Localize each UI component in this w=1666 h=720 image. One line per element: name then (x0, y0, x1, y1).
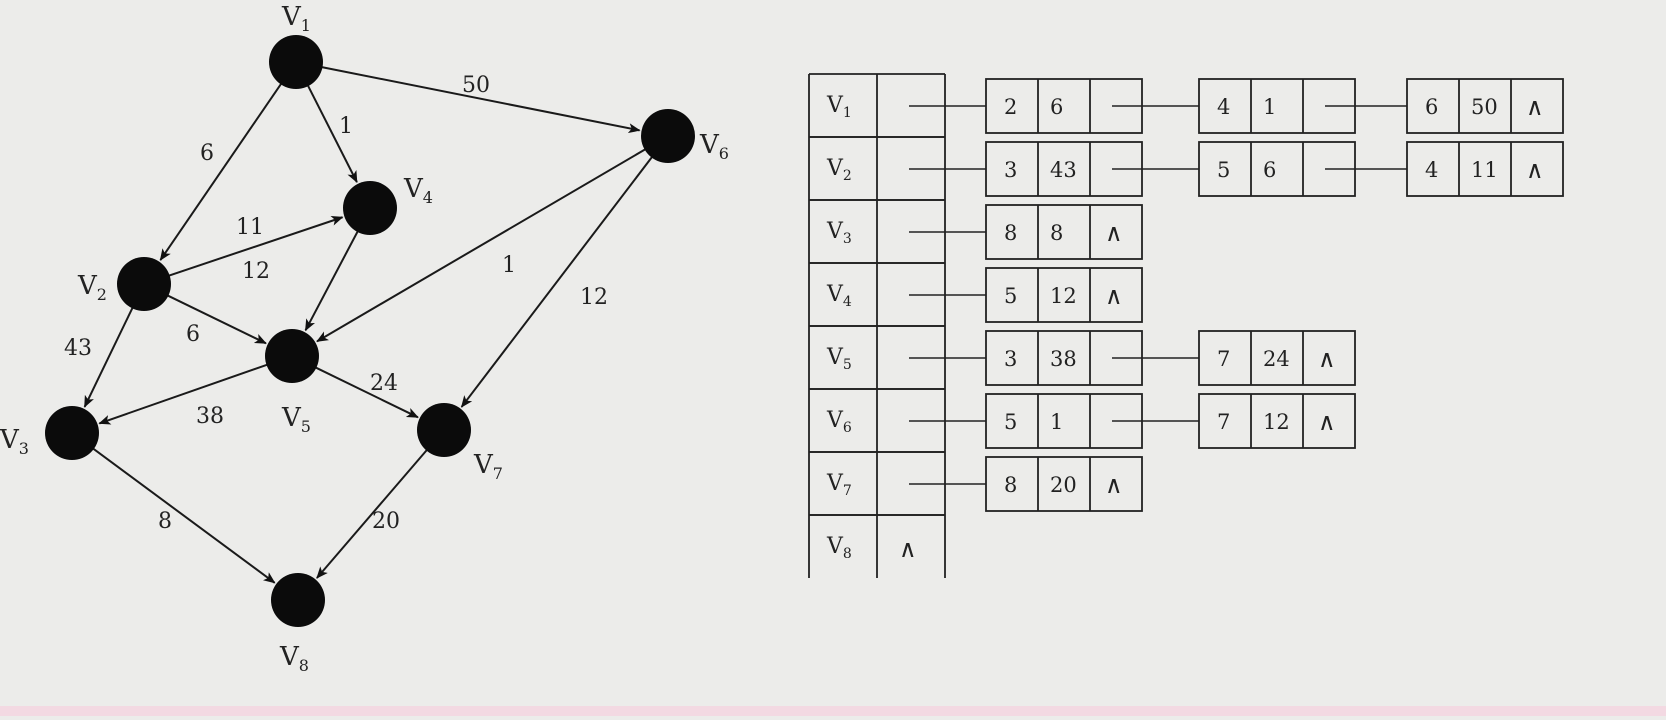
node-label-v5: V5 (281, 403, 311, 436)
weight-cell: 1 (1263, 95, 1276, 119)
null-marker: ∧ (1105, 282, 1123, 310)
null-marker: ∧ (1105, 219, 1123, 247)
weight-cell: 11 (1471, 158, 1498, 182)
adjvex-cell: 3 (1004, 347, 1017, 371)
head-label-v5: V5 (826, 345, 852, 373)
edge-v2-v5 (166, 294, 267, 345)
adjvex-cell: 7 (1217, 347, 1230, 371)
edge-node-v1-3: 6 50 ∧ (1406, 78, 1564, 134)
edge-weight-v2-v4: 11 (236, 215, 264, 240)
edge-weight-v5-v3: 38 (196, 404, 224, 429)
adjvex-cell: 3 (1004, 158, 1017, 182)
edge-weight-v3-v8: 8 (158, 509, 172, 534)
adjvex-cell: 4 (1425, 158, 1438, 182)
null-marker: ∧ (1526, 156, 1544, 184)
node-label-v6: V6 (699, 130, 729, 163)
node-label-v1: V1 (281, 2, 311, 35)
weight-cell: 12 (1263, 410, 1290, 434)
weight-cell: 6 (1050, 95, 1063, 119)
edge-weight-v4-v5: 12 (242, 259, 270, 284)
head-label-v8: V8 (826, 534, 852, 562)
weight-cell: 50 (1471, 95, 1498, 119)
weight-cell: 43 (1050, 158, 1077, 182)
adjvex-cell: 8 (1004, 473, 1017, 497)
edge-weight-v5-v7: 24 (370, 371, 398, 396)
edge-v2-v3 (83, 306, 135, 408)
node-label-v8: V8 (279, 642, 309, 675)
adjvex-cell: 4 (1217, 95, 1230, 119)
edge-v6-v7 (460, 155, 654, 408)
head-node-v8: V8 ∧ (808, 514, 946, 578)
node-v4 (343, 181, 397, 235)
adjvex-cell: 5 (1217, 158, 1230, 182)
adjvex-cell: 6 (1425, 95, 1438, 119)
edge-v6-v5 (316, 147, 647, 343)
edge-v1-v2 (159, 82, 283, 261)
head-label-v7: V7 (826, 471, 852, 499)
edge-weight-v1-v6: 50 (462, 73, 490, 98)
weight-cell: 8 (1050, 221, 1063, 245)
weight-cell: 12 (1050, 284, 1077, 308)
edge-v5-v7 (314, 366, 419, 419)
adjvex-cell: 5 (1004, 284, 1017, 308)
adjvex-cell: 7 (1217, 410, 1230, 434)
weight-cell: 20 (1050, 473, 1077, 497)
head-label-v4: V4 (826, 282, 852, 310)
head-label-v2: V2 (826, 156, 852, 184)
null-marker: ∧ (1318, 345, 1336, 373)
edge-weight-v1-v2: 6 (200, 141, 214, 166)
weight-cell: 38 (1050, 347, 1077, 371)
head-label-v1: V1 (826, 93, 852, 121)
head-label-v6: V6 (826, 408, 852, 436)
node-label-v3: V3 (0, 425, 29, 458)
node-label-v4: V4 (403, 174, 433, 207)
edge-v3-v8 (91, 447, 276, 584)
node-v3 (45, 406, 99, 460)
null-marker-v8: ∧ (899, 535, 917, 563)
null-marker: ∧ (1105, 471, 1123, 499)
edge-weight-v7-v8: 20 (372, 509, 400, 534)
node-v7 (417, 403, 471, 457)
edge-node-v5-2: 7 24 ∧ (1198, 330, 1356, 386)
edge-node-v7-1: 8 20 ∧ (985, 456, 1143, 512)
edge-weight-v2-v3: 43 (64, 336, 92, 361)
weight-cell: 6 (1263, 158, 1276, 182)
node-label-v2: V2 (77, 271, 107, 304)
node-v2 (117, 257, 171, 311)
edge-node-v6-2: 7 12 ∧ (1198, 393, 1356, 449)
edge-v1-v4 (306, 83, 358, 184)
edge-v5-v3 (98, 363, 269, 425)
adjvex-cell: 5 (1004, 410, 1017, 434)
edge-v7-v8 (316, 448, 429, 579)
node-label-v7: V7 (473, 450, 503, 483)
null-marker: ∧ (1318, 408, 1336, 436)
edge-weight-v2-v5: 6 (186, 322, 200, 347)
weight-cell: 24 (1263, 347, 1290, 371)
edge-weight-v1-v4: 1 (339, 114, 353, 139)
node-v1 (269, 35, 323, 89)
null-marker: ∧ (1526, 93, 1544, 121)
node-v6 (641, 109, 695, 163)
weight-cell: 1 (1050, 410, 1063, 434)
bottom-strip (0, 706, 1666, 716)
edge-node-v3-1: 8 8 ∧ (985, 204, 1143, 260)
edge-v4-v5 (304, 229, 360, 332)
edge-weight-v6-v7: 12 (580, 285, 608, 310)
edge-weight-v6-v5: 1 (502, 253, 516, 278)
edge-v1-v6 (320, 65, 641, 134)
adjvex-cell: 8 (1004, 221, 1017, 245)
node-v5 (265, 329, 319, 383)
adjvex-cell: 2 (1004, 95, 1017, 119)
node-v8 (271, 573, 325, 627)
edge-v2-v4 (167, 216, 344, 277)
head-label-v3: V3 (826, 219, 852, 247)
edge-node-v4-1: 5 12 ∧ (985, 267, 1143, 323)
edge-node-v2-3: 4 11 ∧ (1406, 141, 1564, 197)
